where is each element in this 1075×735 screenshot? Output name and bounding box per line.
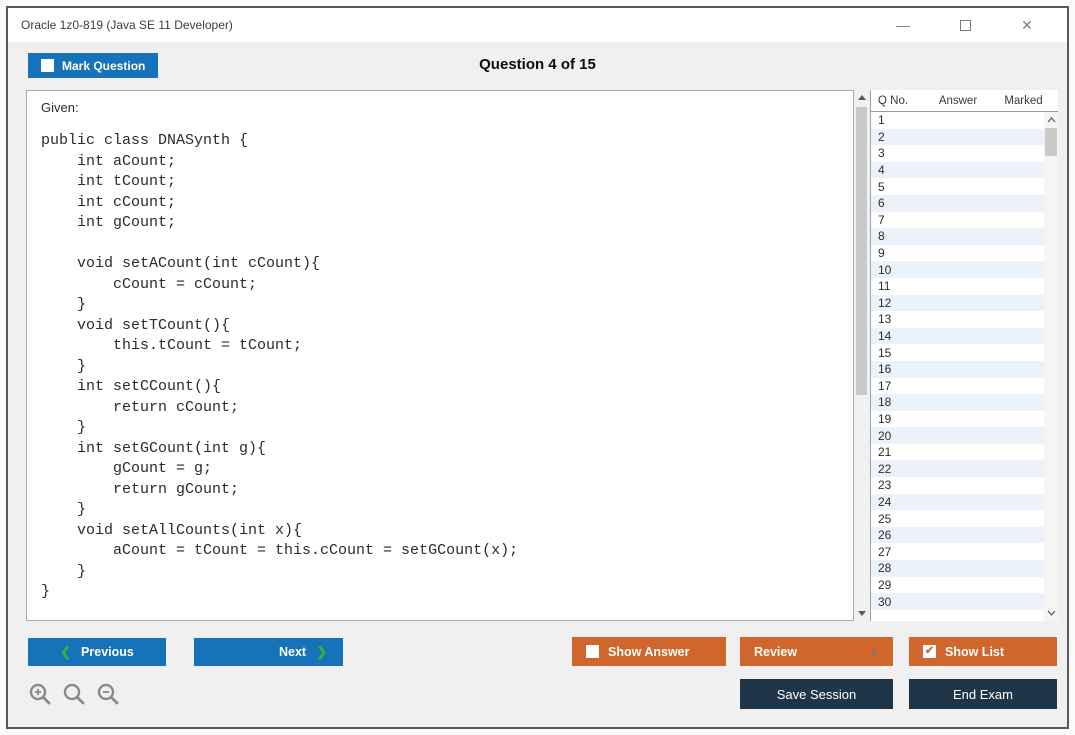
scroll-up-button[interactable] bbox=[855, 90, 868, 105]
column-header-marked: Marked bbox=[1004, 94, 1043, 107]
table-row[interactable]: 29 bbox=[878, 577, 892, 592]
question-panel: Given: public class DNASynth { int aCoun… bbox=[26, 90, 854, 621]
table-row[interactable]: 13 bbox=[878, 312, 892, 327]
caret-up-icon: ▲ bbox=[870, 646, 879, 657]
table-row[interactable]: 10 bbox=[871, 261, 1044, 278]
list-scrollbar-thumb[interactable] bbox=[1045, 128, 1057, 156]
table-row[interactable]: 20 bbox=[871, 427, 1044, 444]
window-controls: — ✕ bbox=[855, 13, 1067, 37]
table-row[interactable]: 25 bbox=[878, 511, 892, 526]
window-title: Oracle 1z0-819 (Java SE 11 Developer) bbox=[21, 18, 233, 32]
mark-question-button[interactable]: ✔ Mark Question bbox=[28, 53, 159, 78]
previous-label: Previous bbox=[81, 644, 134, 659]
scroll-down-icon bbox=[857, 611, 866, 616]
mark-question-label: Mark Question bbox=[62, 58, 146, 73]
table-row[interactable]: 4 bbox=[871, 161, 1044, 179]
show-list-checkbox[interactable]: ✔ bbox=[923, 645, 936, 658]
scroll-up-icon bbox=[857, 95, 866, 100]
save-session-button[interactable]: Save Session bbox=[740, 679, 893, 709]
table-row[interactable]: 19 bbox=[878, 411, 892, 426]
column-header-qno: Q No. bbox=[878, 94, 909, 107]
close-icon: ✕ bbox=[1021, 16, 1033, 33]
table-row[interactable]: 15 bbox=[878, 345, 892, 360]
column-header-answer: Answer bbox=[938, 94, 978, 107]
previous-button[interactable]: ❮ Previous bbox=[28, 637, 166, 666]
scroll-down-button[interactable] bbox=[855, 606, 868, 621]
table-row[interactable]: 22 bbox=[871, 460, 1044, 478]
maximize-button[interactable] bbox=[951, 13, 979, 37]
table-row[interactable]: 23 bbox=[878, 478, 892, 493]
header-bar: ✔ Mark Question Question 4 of 15 bbox=[8, 42, 1067, 89]
question-prompt: Given: bbox=[41, 100, 79, 115]
zoom-out-icon[interactable] bbox=[96, 682, 121, 707]
show-answer-button[interactable]: ✔ Show Answer bbox=[572, 637, 726, 666]
zoom-controls bbox=[28, 682, 121, 707]
close-button[interactable]: ✕ bbox=[1013, 13, 1041, 37]
chevron-right-icon: ❯ bbox=[316, 643, 327, 659]
check-icon: ✔ bbox=[924, 645, 935, 657]
table-row[interactable]: 3 bbox=[878, 146, 885, 161]
table-row[interactable]: 8 bbox=[871, 228, 1044, 245]
table-row[interactable]: 7 bbox=[878, 212, 885, 227]
end-exam-button[interactable]: End Exam bbox=[909, 679, 1057, 709]
question-scrollbar[interactable] bbox=[855, 90, 868, 621]
save-session-label: Save Session bbox=[776, 686, 857, 702]
mark-question-checkbox[interactable]: ✔ bbox=[41, 59, 54, 72]
table-row[interactable]: 12 bbox=[871, 294, 1044, 312]
show-list-button[interactable]: ✔ Show List bbox=[909, 637, 1057, 666]
table-row[interactable]: 27 bbox=[878, 544, 892, 559]
list-scroll-down-button[interactable] bbox=[1044, 606, 1058, 620]
chevron-left-icon: ❮ bbox=[60, 643, 72, 659]
review-label: Review bbox=[754, 644, 798, 659]
show-list-label: Show List bbox=[945, 644, 1005, 659]
question-counter: Question 4 of 15 bbox=[479, 56, 596, 73]
table-row[interactable]: 14 bbox=[871, 327, 1044, 345]
question-code: public class DNASynth { int aCount; int … bbox=[41, 132, 519, 600]
table-row[interactable]: 18 bbox=[871, 394, 1044, 411]
app-window: Oracle 1z0-819 (Java SE 11 Developer) — … bbox=[6, 6, 1069, 729]
maximize-icon bbox=[959, 19, 971, 31]
question-list-header: Q No. Answer Marked bbox=[871, 90, 1058, 112]
chevron-down-icon bbox=[1047, 610, 1055, 616]
main-area: Given: public class DNASynth { int aCoun… bbox=[8, 89, 1067, 627]
scrollbar-thumb[interactable] bbox=[856, 107, 867, 395]
table-row[interactable]: 5 bbox=[878, 179, 885, 194]
table-row[interactable]: 17 bbox=[878, 378, 892, 393]
table-row[interactable]: 11 bbox=[878, 279, 891, 294]
list-scroll-up-button[interactable] bbox=[1044, 113, 1058, 127]
question-list-scrollbar[interactable] bbox=[1044, 112, 1058, 621]
next-button[interactable]: Next ❯ bbox=[194, 637, 343, 666]
table-row[interactable]: 1 bbox=[878, 113, 885, 128]
table-row[interactable]: 2 bbox=[871, 128, 1044, 146]
table-row[interactable]: 24 bbox=[871, 493, 1044, 511]
chevron-up-icon bbox=[1047, 117, 1055, 123]
table-row[interactable]: 21 bbox=[878, 445, 892, 460]
show-answer-label: Show Answer bbox=[608, 644, 690, 659]
table-row[interactable]: 28 bbox=[871, 560, 1044, 577]
review-dropdown-button[interactable]: Review ▲ bbox=[740, 637, 893, 666]
next-label: Next bbox=[279, 644, 307, 659]
zoom-reset-icon[interactable] bbox=[62, 682, 87, 707]
zoom-in-icon[interactable] bbox=[28, 682, 53, 707]
minimize-icon: — bbox=[896, 17, 910, 33]
show-answer-checkbox[interactable]: ✔ bbox=[586, 645, 599, 658]
table-row[interactable]: 16 bbox=[871, 360, 1044, 378]
table-row[interactable]: 9 bbox=[878, 246, 885, 261]
table-row[interactable]: 26 bbox=[871, 526, 1044, 544]
minimize-button[interactable]: — bbox=[889, 13, 917, 37]
end-exam-label: End Exam bbox=[953, 686, 1013, 702]
title-bar: Oracle 1z0-819 (Java SE 11 Developer) — … bbox=[8, 8, 1067, 42]
footer-bar: ❮ Previous Next ❯ ✔ Show Answer Review ▲… bbox=[8, 627, 1067, 727]
table-row[interactable]: 6 bbox=[871, 194, 1044, 212]
table-row[interactable]: 30 bbox=[871, 593, 1044, 610]
